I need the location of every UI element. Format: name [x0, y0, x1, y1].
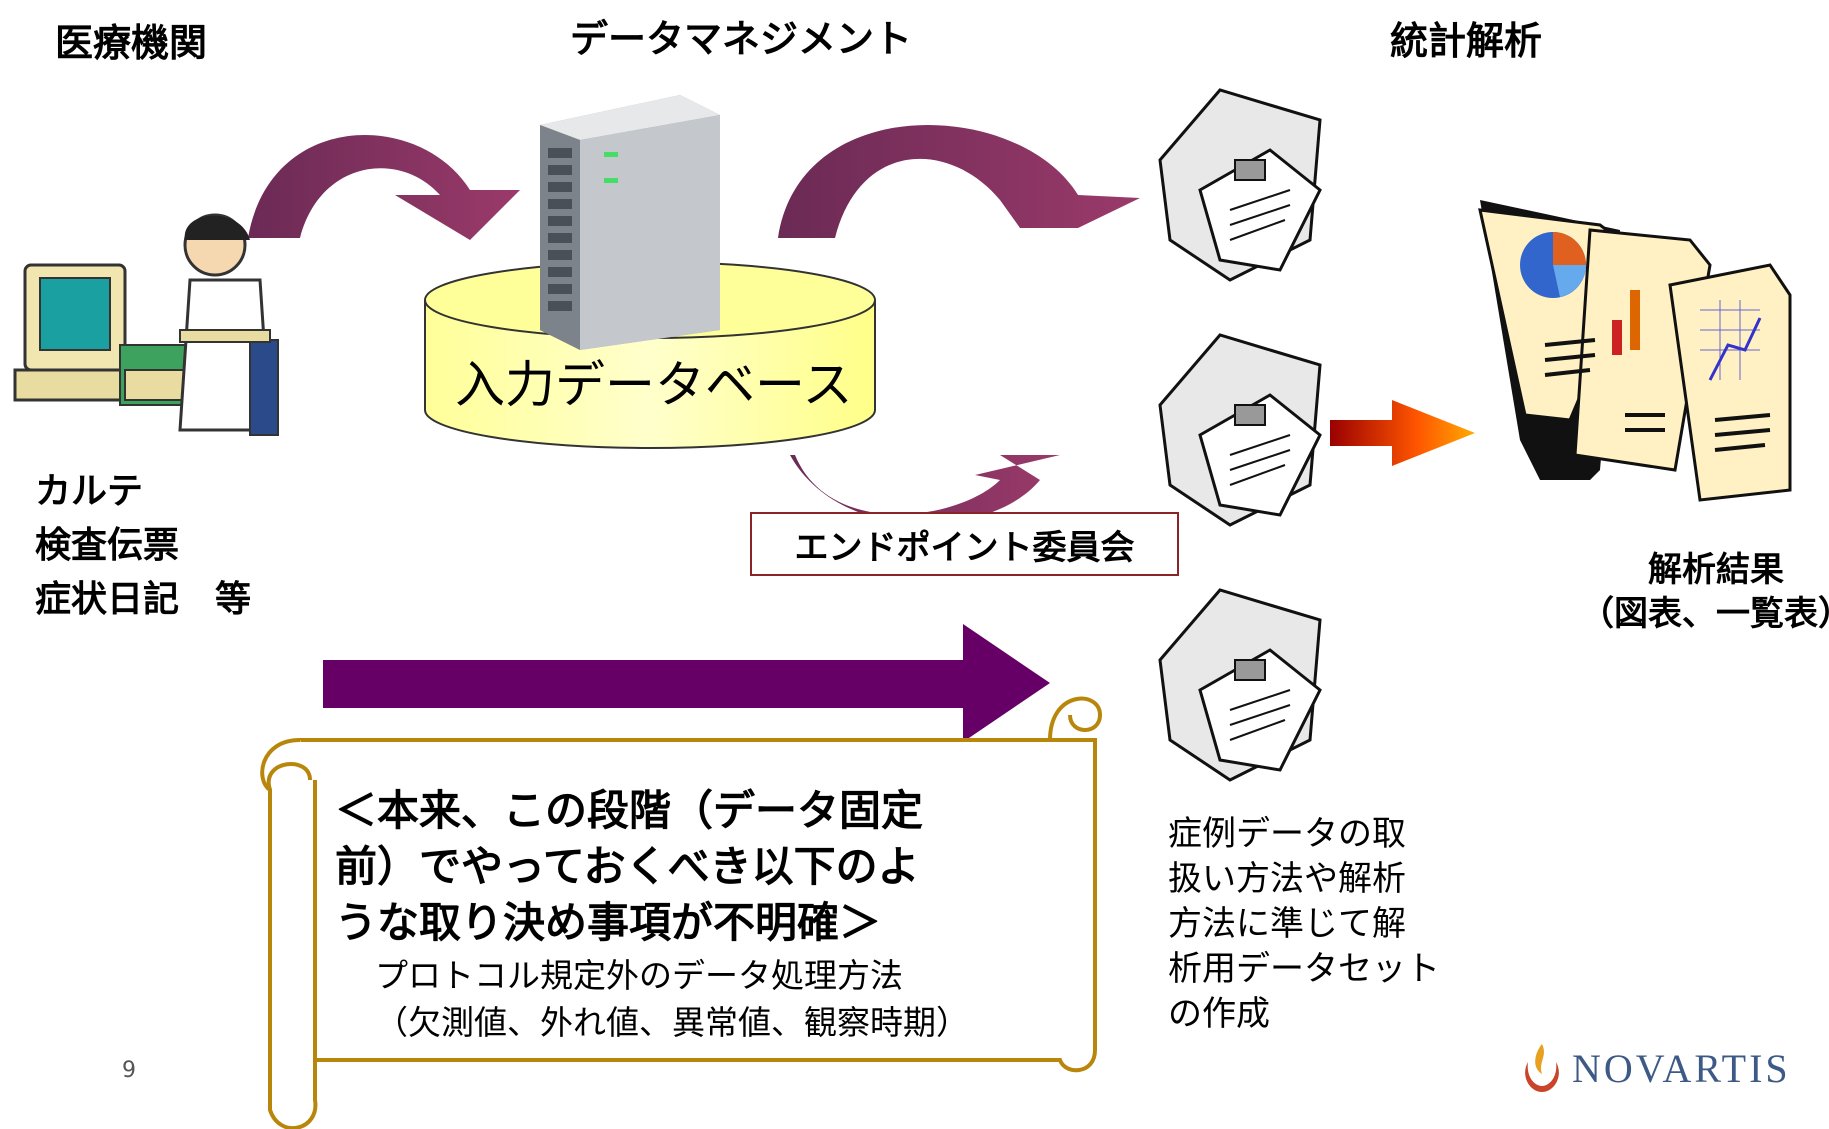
arc-arrow-to-dataset-1	[778, 124, 1140, 238]
novartis-flame-icon	[1525, 1044, 1559, 1092]
floppy-disks-icon-3	[1158, 588, 1322, 782]
person-at-computer-icon	[13, 213, 279, 436]
analysis-result-title: 解析結果	[1648, 550, 1784, 590]
header-statistics: 統計解析	[1390, 19, 1543, 63]
dataset-note-line: 扱い方法や解析	[1168, 859, 1406, 899]
scroll-sub-line-1: プロトコル規定外のデータ処理方法	[375, 956, 903, 995]
source-doc-symptom-diary: 症状日記 等	[35, 579, 252, 620]
report-documents-icon	[1478, 200, 1792, 502]
analysis-result-subtitle: （図表、一覧表）	[1580, 594, 1829, 634]
analysis-result-label: 解析結果 （図表、一覧表）	[1580, 548, 1829, 636]
gradient-arrow-to-results	[1330, 400, 1475, 466]
big-process-arrow	[323, 624, 1050, 742]
dataset-note-line: の作成	[1168, 994, 1270, 1034]
scroll-content: ＜本来、この段階（データ固定 前）でやっておくべき以下のよ うな取り決め事項が不…	[335, 783, 923, 951]
source-doc-lab-slip: 検査伝票	[35, 525, 180, 566]
scroll-sub-line-2: （欠測値、外れ値、異常値、観察時期）	[375, 1003, 969, 1042]
dataset-note: 症例データの取 扱い方法や解析 方法に準じて解 析用データセット の作成	[1168, 812, 1440, 1037]
database-label: 入力データベース	[455, 356, 853, 414]
floppy-disks-icon-1	[1158, 88, 1322, 282]
scroll-banner	[260, 696, 1103, 1129]
arc-arrow-to-database	[248, 134, 520, 240]
floppy-disks-icon-2	[1158, 333, 1322, 527]
page-number: 9	[122, 1058, 136, 1083]
scroll-title-line: ＜本来、この段階（データ固定	[335, 786, 924, 835]
scroll-title-line: 前）でやっておくべき以下のよ	[335, 842, 920, 891]
dataset-note-line: 方法に準じて解	[1168, 904, 1406, 944]
endpoint-committee-box: エンドポイント委員会	[750, 512, 1179, 576]
dataset-note-line: 析用データセット	[1168, 949, 1440, 989]
novartis-logo: NOVARTIS	[1520, 1040, 1791, 1096]
source-doc-chart: カルテ	[35, 471, 144, 512]
novartis-logo-text: NOVARTIS	[1572, 1045, 1791, 1091]
header-medical: 医療機関	[55, 21, 208, 65]
arc-arrow-to-dataset-2	[790, 455, 1060, 525]
scroll-title-line: うな取り決め事項が不明確＞	[335, 898, 882, 947]
source-documents: カルテ 検査伝票 症状日記 等	[35, 465, 251, 627]
database-cylinder	[424, 261, 876, 449]
header-data-management: データマネジメント	[570, 17, 913, 61]
dataset-note-line: 症例データの取	[1168, 814, 1406, 854]
server-icon	[540, 95, 720, 350]
